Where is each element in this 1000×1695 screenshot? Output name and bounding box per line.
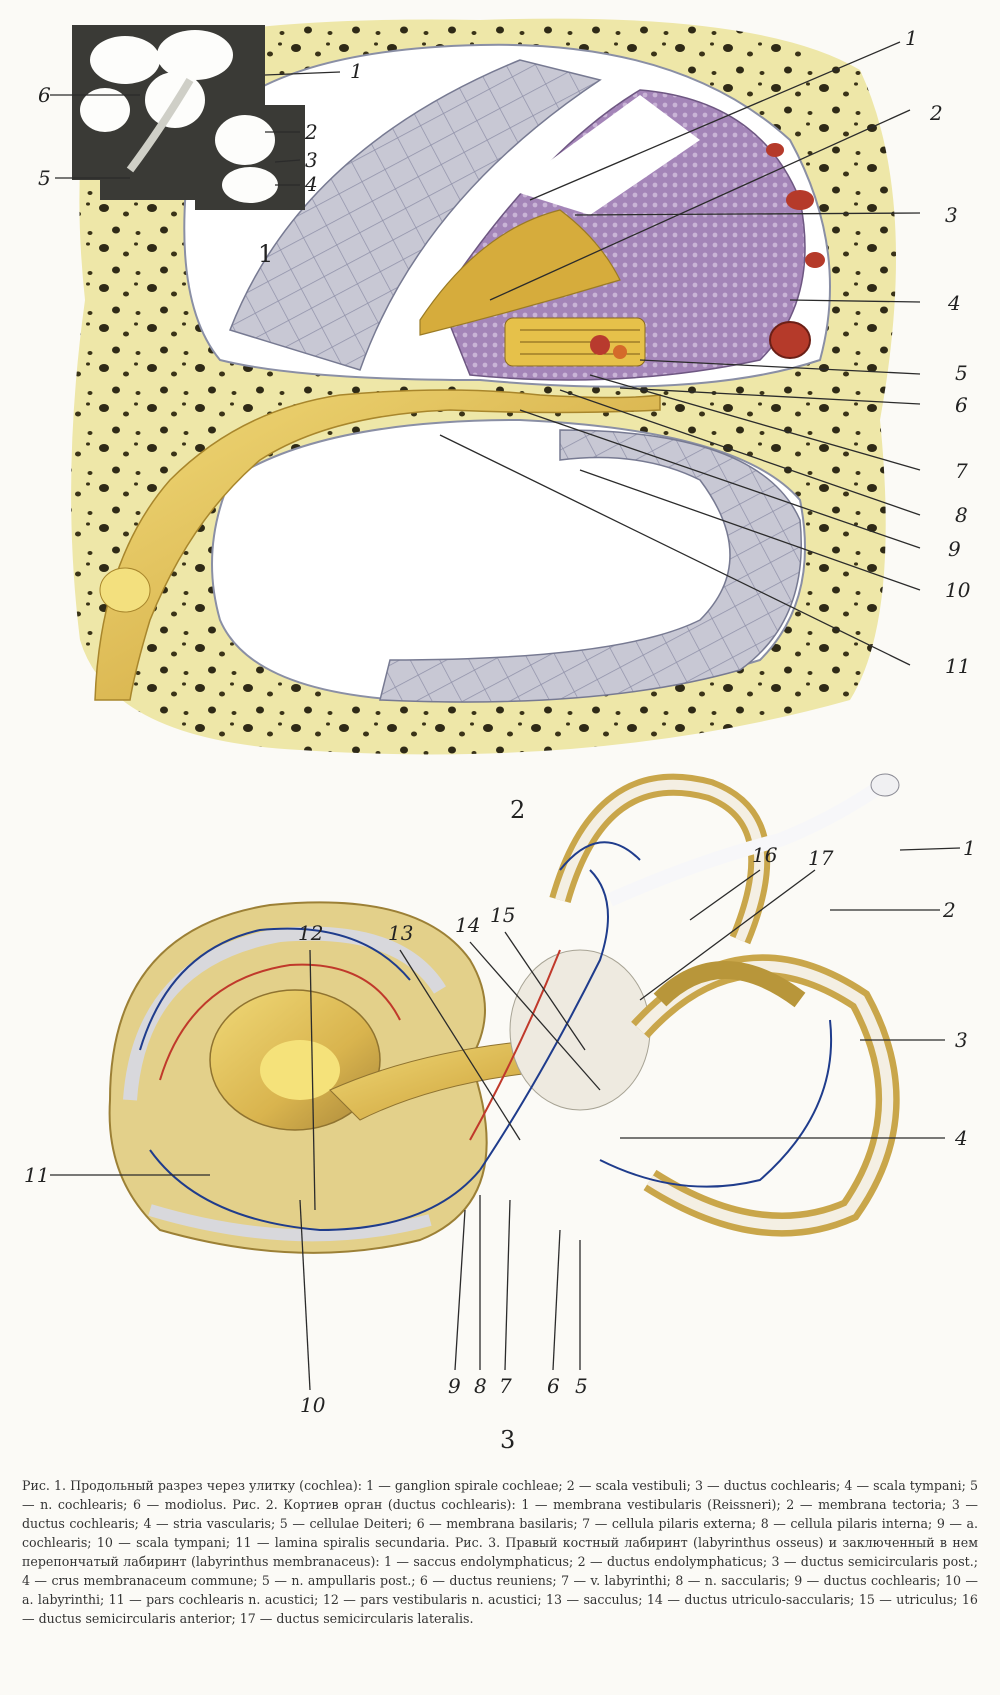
fig3-label-16: 16 (752, 843, 778, 867)
fig3-label-14: 14 (455, 913, 480, 937)
caption-fig3-item-9: 9 — ductus cochlearis; (794, 1573, 941, 1588)
caption-fig1-item-2: 2 — scala vestibuli; (566, 1478, 691, 1493)
caption-fig3-item-17: 17 — ductus semicircularis lateralis. (239, 1611, 474, 1626)
caption-fig2-item-5: 5 — cellulae Deiteri; (279, 1516, 413, 1531)
caption-fig3-item-4: 4 — crus membranaceum commune; (22, 1573, 258, 1588)
figure-3-labels: 1 2 3 4 5 6 7 8 9 10 11 12 13 14 15 16 1… (24, 836, 976, 1454)
caption-fig2-item-1: 1 — membrana vestibularis (Reissneri); (521, 1497, 781, 1512)
figure-2-labels: 1 2 3 4 5 6 7 8 9 10 11 2 (510, 26, 971, 824)
fig1-label-3: 3 (305, 148, 318, 172)
fig2-label-6: 6 (955, 393, 968, 417)
fig1-label-4: 4 (304, 172, 318, 196)
fig2-label-4: 4 (947, 291, 961, 315)
caption-fig2-title: Рис. 2. Кортиев орган (ductus cochlearis… (232, 1497, 516, 1512)
labyrinth-vessels (139, 841, 833, 1232)
caption-fig1-item-3: 3 — ductus cochlearis; (694, 1478, 841, 1493)
fig2-label-9: 9 (948, 537, 961, 561)
caption-fig3-item-1: 1 — saccus endolymphaticus; (384, 1554, 574, 1569)
stria-vessels (766, 143, 825, 359)
plate-caption: Рис. 1. Продольный разрез через улитку (… (22, 1476, 978, 1688)
fig2-label-3: 3 (945, 203, 958, 227)
fig3-label-3: 3 (955, 1028, 968, 1052)
caption-fig3-item-6: 6 — ductus reuniens; (419, 1573, 557, 1588)
endolymphatic-duct (607, 784, 879, 907)
fig3-label-12: 12 (298, 921, 323, 945)
caption-fig2-item-4: 4 — stria vascularis; (143, 1516, 276, 1531)
caption-fig3-item-10: 10 — a. labyrinthi; (22, 1573, 978, 1607)
caption-fig2-item-11: 11 — lamina spiralis secundaria. (235, 1535, 450, 1550)
fig3-label-17: 17 (808, 846, 834, 870)
caption-fig3-item-15: 15 — utriculus; (858, 1592, 958, 1607)
caption-fig3-item-8: 8 — n. saccularis; (675, 1573, 790, 1588)
caption-fig2-item-9: 9 — a. cochlearis; (22, 1516, 978, 1550)
fig1-label-1: 1 (350, 59, 363, 83)
caption-fig2-item-3: 3 — ductus cochlearis; (22, 1497, 978, 1531)
leader-lines (50, 41, 961, 1391)
fig2-label-2: 2 (929, 101, 943, 125)
caption-fig2-item-6: 6 — membrana basilaris; (416, 1516, 578, 1531)
fig1-label-5: 5 (38, 166, 51, 190)
caption-fig1-item-5: 5 — n. cochlearis; (22, 1478, 978, 1512)
fig3-label-15: 15 (490, 903, 515, 927)
figure-2-cochlear-section (71, 18, 897, 755)
caption-fig3-item-11: 11 — pars cochlearis n. acustici; (108, 1592, 319, 1607)
canal-anterior (549, 773, 771, 945)
caption-fig2-item-7: 7 — cellula pilaris externa; (582, 1516, 757, 1531)
fig2-label-1: 1 (905, 26, 918, 50)
caption-fig1-title: Рис. 1. Продольный разрез через улитку (… (22, 1478, 363, 1493)
caption-fig3-item-3: 3 — ductus semicircularis post.; (771, 1554, 978, 1569)
canal-posterior (631, 954, 900, 1237)
fig2-label-11: 11 (945, 654, 970, 678)
fig3-label-5: 5 (575, 1374, 588, 1398)
fig3-label-1: 1 (963, 836, 976, 860)
caption-fig3-item-7: 7 — v. labyrinthi; (561, 1573, 671, 1588)
figure-1-labels: 6 1 2 3 4 5 1 (38, 59, 363, 268)
fig3-number: 3 (500, 1426, 515, 1454)
fig1-label-6: 6 (38, 83, 51, 107)
caption-fig3-item-16: 16 — ductus semicircularis anterior; (22, 1592, 978, 1626)
anatomy-plate: 6 1 2 3 4 5 1 1 2 3 4 5 6 7 8 9 10 11 2 … (24, 18, 976, 1454)
fig2-label-5: 5 (955, 361, 968, 385)
figure-1-cochlea-section-inset (72, 25, 305, 210)
fig3-label-8: 8 (474, 1374, 487, 1398)
fig3-label-2: 2 (942, 898, 956, 922)
caption-fig1-item-6: 6 — modiolus. (133, 1497, 227, 1512)
caption-fig1-item-1: 1 — ganglion spirale cochleae; (366, 1478, 563, 1493)
scala-tympani (211, 418, 806, 703)
caption-fig1-item-4: 4 — scala tympani; (844, 1478, 966, 1493)
fig2-label-8: 8 (955, 503, 968, 527)
fig2-number: 2 (510, 796, 525, 824)
caption-fig3-item-5: 5 — n. ampullaris post.; (261, 1573, 416, 1588)
caption-fig3-item-2: 2 — ductus endolymphaticus; (577, 1554, 768, 1569)
caption-fig2-item-8: 8 — cellula pilaris interna; (760, 1516, 933, 1531)
fig3-label-13: 13 (388, 921, 413, 945)
vestibule (509, 949, 651, 1111)
canal-lateral (653, 961, 806, 1008)
fig3-label-7: 7 (499, 1374, 512, 1398)
fig3-label-4: 4 (954, 1126, 968, 1150)
fig2-label-7: 7 (955, 459, 968, 483)
fig3-label-6: 6 (547, 1374, 560, 1398)
caption-fig2-item-2: 2 — membrana tectoria; (786, 1497, 947, 1512)
fig2-label-10: 10 (945, 578, 971, 602)
fig3-label-10: 10 (300, 1393, 326, 1417)
caption-fig3-item-14: 14 — ductus utriculo-saccularis; (646, 1592, 855, 1607)
caption-fig3-item-13: 13 — sacculus; (546, 1592, 643, 1607)
fig3-label-11: 11 (24, 1163, 49, 1187)
caption-fig2-item-10: 10 — scala tympani; (96, 1535, 231, 1550)
caption-fig3-title: Рис. 3. Правый костный лабиринт (labyrin… (22, 1535, 978, 1569)
fig1-label-2: 2 (304, 120, 318, 144)
fig3-label-9: 9 (448, 1374, 461, 1398)
organ-of-corti (504, 317, 646, 367)
figure-3-labyrinth (108, 773, 900, 1254)
fig1-number: 1 (258, 240, 273, 268)
caption-fig3-item-12: 12 — pars vestibularis n. acustici; (322, 1592, 542, 1607)
